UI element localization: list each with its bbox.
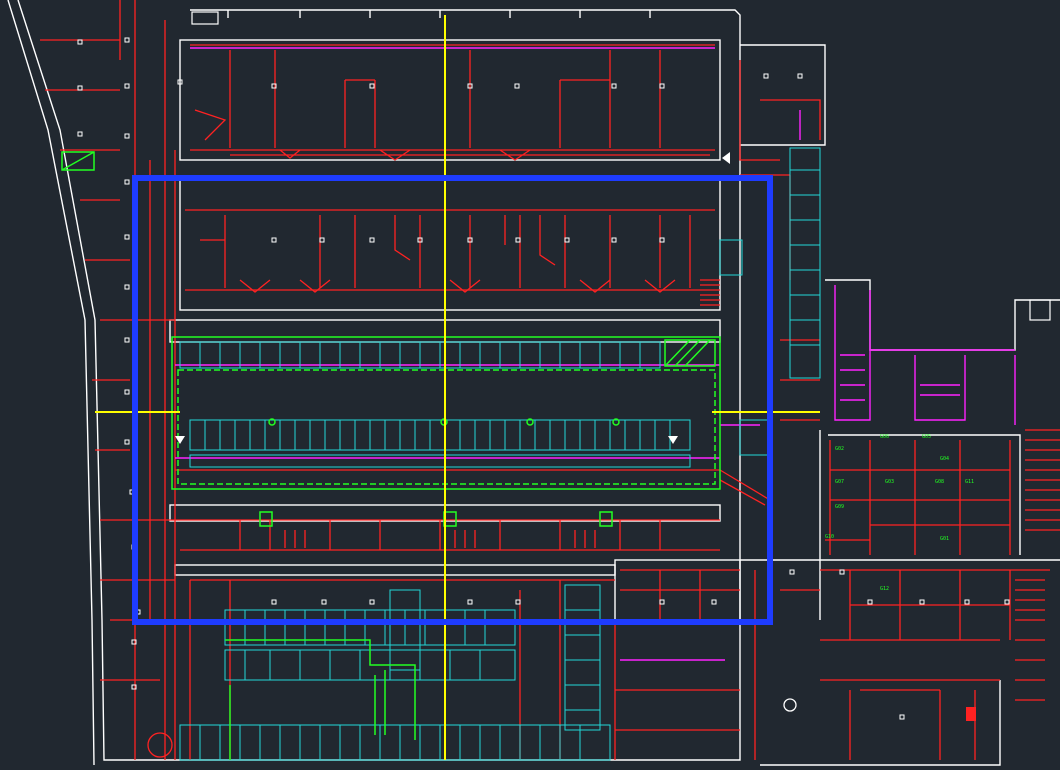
building-outline bbox=[7, 0, 1060, 766]
room-tags: G06 G05 G02 G04 G03 G07 G08 G09 G10 G01 … bbox=[825, 434, 974, 592]
symbols-layer bbox=[147, 11, 1051, 758]
room-tag: G06 bbox=[880, 434, 889, 440]
room-tag: G09 bbox=[835, 504, 844, 510]
selection-window[interactable] bbox=[132, 175, 773, 625]
room-tag: G08 bbox=[935, 479, 944, 485]
room-tag: G12 bbox=[880, 586, 889, 592]
cabinet-layer bbox=[179, 147, 821, 761]
room-tag: G03 bbox=[885, 479, 894, 485]
wall-layer bbox=[40, 0, 1060, 760]
room-tag: G10 bbox=[825, 534, 834, 540]
room-tag: G11 bbox=[965, 479, 974, 485]
column-markers bbox=[77, 37, 1010, 720]
room-tag: G02 bbox=[835, 446, 844, 452]
room-tag: G07 bbox=[835, 479, 844, 485]
axis-layer bbox=[95, 15, 820, 760]
duct-layer bbox=[175, 47, 1016, 661]
room-tag: G04 bbox=[940, 456, 949, 462]
room-tag: G01 bbox=[940, 536, 949, 542]
zone-layer bbox=[61, 151, 721, 760]
room-tag: G05 bbox=[922, 434, 931, 440]
